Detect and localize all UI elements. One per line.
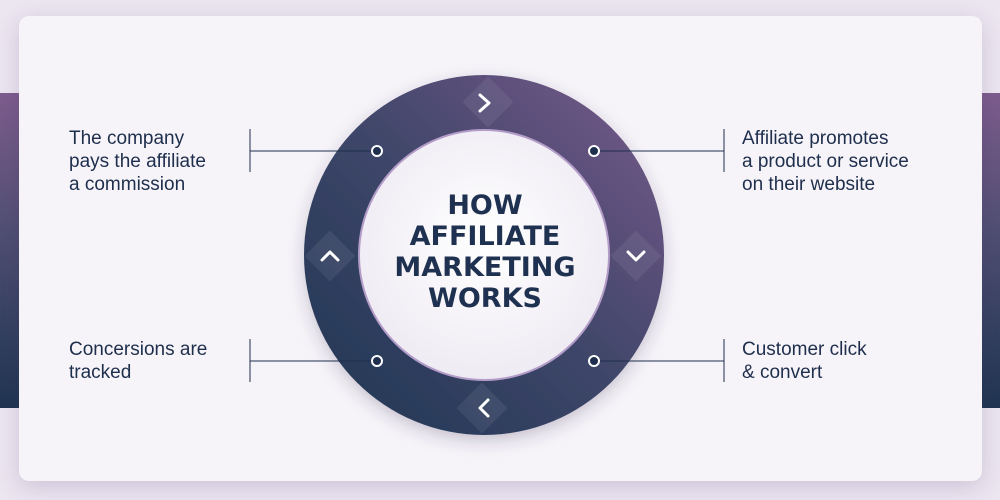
node-dot (371, 145, 383, 157)
node-dot (588, 145, 600, 157)
step-click-convert: Customer click & convert (742, 339, 867, 383)
chevron-left-icon (478, 398, 490, 418)
inner-circle (358, 129, 610, 381)
connector-bottom-right (588, 339, 725, 382)
node-dot (588, 355, 600, 367)
chevron-right-icon (478, 93, 491, 113)
connector-bottom-left (249, 339, 383, 382)
node-dot (371, 355, 383, 367)
diagram-title: HOW AFFILIATE MARKETING WORKS (394, 190, 576, 314)
diamond-highlight (610, 230, 662, 282)
step-commission: The company pays the affiliate a commiss… (69, 128, 206, 195)
step-tracked: Concersions are tracked (69, 339, 208, 383)
chevron-down-icon (626, 250, 646, 262)
connector-top-right (588, 129, 725, 172)
chevron-up-icon (320, 250, 340, 262)
step-promote: Affiliate promotes a product or service … (742, 128, 909, 195)
connector-top-left (249, 129, 383, 172)
